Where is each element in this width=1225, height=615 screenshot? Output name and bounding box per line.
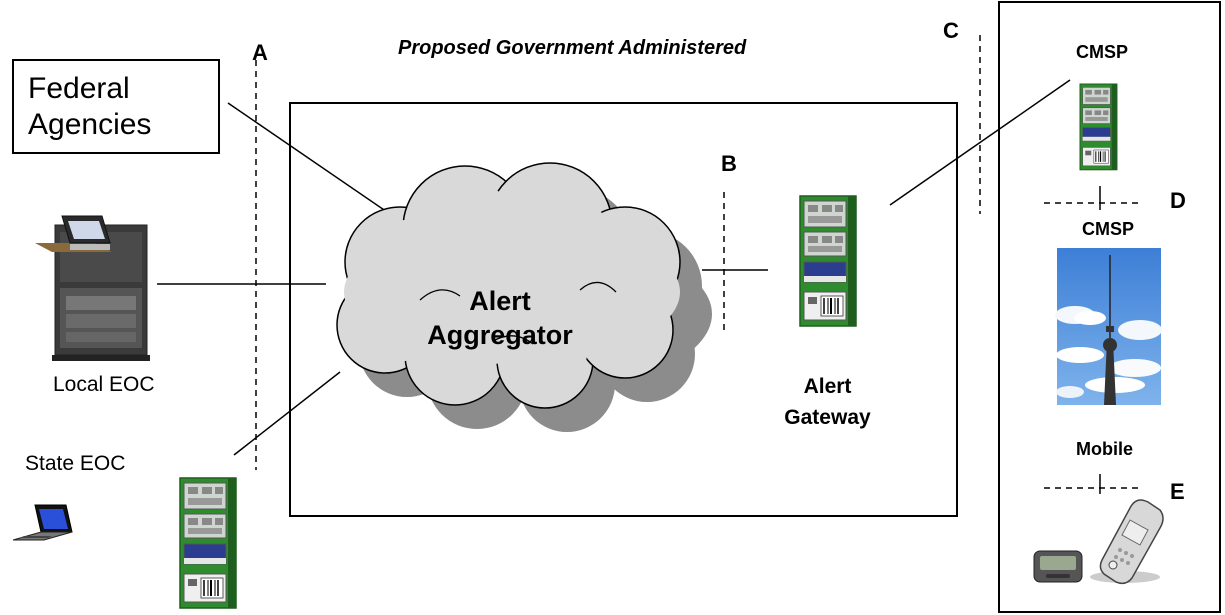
mobile-phone-icon — [1090, 499, 1164, 585]
link-state-aggregator — [233, 371, 341, 456]
mobile-label: Mobile — [1076, 439, 1133, 459]
cmsp-top-label: CMSP — [1076, 42, 1129, 62]
cloud-icon — [336, 162, 712, 432]
carrier-boundary-box — [998, 1, 1221, 613]
state-eoc-label: State EOC — [25, 452, 126, 475]
alert-gateway-label: Alert Gateway — [784, 375, 871, 429]
pager-icon — [1033, 550, 1083, 583]
eoc-workstation-icon — [35, 215, 150, 361]
gateway-server-rack-icon — [799, 195, 857, 327]
state-server-rack-icon — [179, 477, 237, 609]
local-eoc-label: Local EOC — [53, 373, 155, 396]
cmsp-server-rack-icon — [1079, 83, 1118, 171]
boundary-label-b: B — [721, 151, 737, 176]
cell-tower-photo — [1055, 248, 1162, 405]
alert-aggregator-label: Alert Aggregator — [427, 286, 573, 350]
diagram-title: Proposed Government Administered — [398, 37, 747, 59]
federal-agencies-box: Federal Agencies — [12, 59, 220, 154]
laptop-icon — [12, 504, 73, 541]
cmsp-mid-label: CMSP — [1082, 219, 1135, 239]
link-federal-aggregator — [227, 102, 391, 215]
boundary-label-a: A — [252, 40, 268, 65]
boundary-label-c: C — [943, 18, 959, 43]
link-gateway-cmsp — [889, 79, 1071, 206]
boundary-label-d: D — [1170, 188, 1186, 213]
boundary-label-e: E — [1170, 479, 1185, 504]
government-boundary-box — [289, 102, 958, 517]
federal-agencies-label: Federal Agencies — [28, 72, 152, 141]
